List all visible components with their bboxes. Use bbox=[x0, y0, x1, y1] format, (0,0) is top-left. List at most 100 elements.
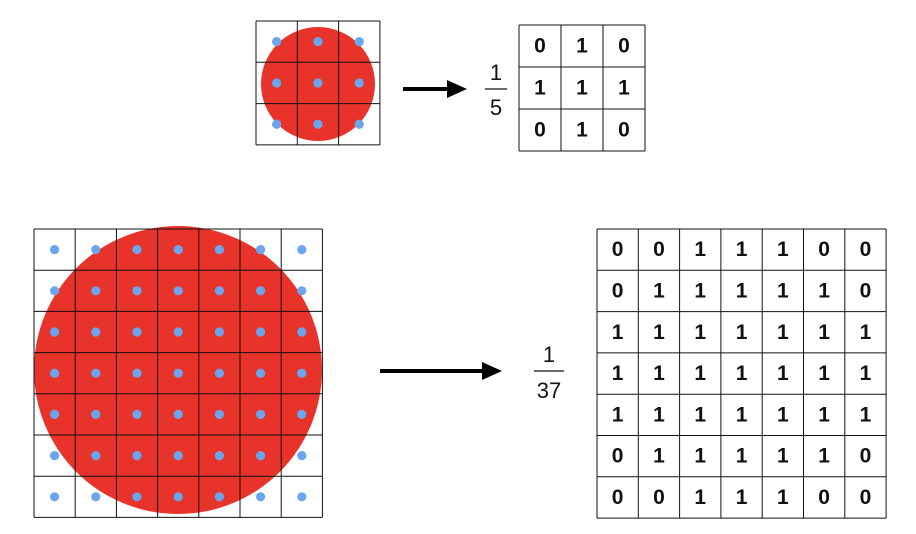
small-kernel-value: 1 bbox=[576, 35, 588, 58]
small-fraction-numerator: 1 bbox=[490, 60, 502, 85]
large-kernel-value: 1 bbox=[860, 321, 872, 344]
large-sample-dot bbox=[50, 451, 60, 461]
large-sample-dot bbox=[50, 245, 60, 255]
large-sample-dot bbox=[297, 245, 307, 255]
large-kernel-value: 1 bbox=[736, 403, 748, 426]
large-kernel-value: 1 bbox=[612, 362, 624, 385]
large-kernel-value: 1 bbox=[653, 321, 665, 344]
large-sample-dot bbox=[91, 368, 101, 378]
large-sample-dot bbox=[173, 492, 183, 502]
large-sampling-grid bbox=[33, 226, 323, 518]
large-kernel-value: 1 bbox=[694, 238, 706, 261]
large-arrow bbox=[380, 362, 502, 380]
large-kernel-value: 1 bbox=[818, 362, 830, 385]
large-sample-dot bbox=[50, 409, 60, 419]
large-kernel-value: 1 bbox=[736, 279, 748, 302]
large-sample-dot bbox=[297, 451, 307, 461]
large-arrow-head bbox=[482, 362, 502, 380]
small-kernel-value: 0 bbox=[534, 35, 546, 58]
large-sample-dot bbox=[256, 368, 266, 378]
small-sample-dot bbox=[272, 37, 282, 47]
large-sample-dot bbox=[256, 286, 266, 296]
large-kernel-value: 1 bbox=[694, 445, 706, 468]
large-kernel-value: 1 bbox=[860, 403, 872, 426]
large-sample-dot bbox=[297, 409, 307, 419]
small-sample-dot bbox=[313, 119, 323, 129]
large-sample-dot bbox=[297, 492, 307, 502]
large-sample-dot bbox=[256, 327, 266, 337]
large-kernel-value: 1 bbox=[777, 321, 789, 344]
small-kernel-value: 1 bbox=[534, 77, 546, 100]
small-kernel-value: 1 bbox=[576, 77, 588, 100]
large-kernel-value: 1 bbox=[694, 486, 706, 509]
large-kernel-value: 0 bbox=[818, 238, 830, 261]
large-kernel-value: 1 bbox=[653, 403, 665, 426]
small-sample-dot bbox=[354, 119, 364, 129]
large-kernel-value: 1 bbox=[694, 279, 706, 302]
small-arrow-head bbox=[447, 80, 467, 98]
large-sample-dot bbox=[91, 409, 101, 419]
large-sample-dot bbox=[50, 286, 60, 296]
large-kernel-value: 1 bbox=[777, 445, 789, 468]
large-sample-dot bbox=[256, 409, 266, 419]
large-sample-dot bbox=[91, 451, 101, 461]
large-sample-dot bbox=[91, 492, 101, 502]
large-sample-dot bbox=[91, 245, 101, 255]
large-sample-dot bbox=[132, 245, 142, 255]
large-kernel-value: 1 bbox=[653, 445, 665, 468]
small-kernel-value: 0 bbox=[618, 119, 630, 142]
large-sample-dot bbox=[173, 245, 183, 255]
large-sample-dot bbox=[214, 368, 224, 378]
small-sampling-grid bbox=[255, 20, 381, 146]
small-fraction: 1 5 bbox=[485, 60, 507, 120]
large-sample-dot bbox=[214, 245, 224, 255]
large-kernel-value: 1 bbox=[777, 486, 789, 509]
large-kernel-value: 0 bbox=[860, 486, 872, 509]
large-kernel-value: 0 bbox=[612, 238, 624, 261]
large-kernel-value: 1 bbox=[777, 279, 789, 302]
large-sample-dot bbox=[256, 245, 266, 255]
small-sample-dot bbox=[313, 37, 323, 47]
large-sample-dot bbox=[132, 451, 142, 461]
large-sample-dot bbox=[214, 327, 224, 337]
large-sample-dot bbox=[214, 286, 224, 296]
small-sample-dot bbox=[354, 37, 364, 47]
small-kernel-value: 1 bbox=[576, 119, 588, 142]
large-sample-dot bbox=[132, 409, 142, 419]
large-sample-dot bbox=[132, 492, 142, 502]
large-kernel-value: 1 bbox=[694, 321, 706, 344]
large-kernel-value: 1 bbox=[653, 279, 665, 302]
large-sample-dot bbox=[297, 286, 307, 296]
large-sample-dot bbox=[256, 492, 266, 502]
large-kernel-value: 1 bbox=[736, 321, 748, 344]
large-kernel-value: 0 bbox=[818, 486, 830, 509]
large-fraction-denominator: 37 bbox=[537, 378, 561, 403]
small-sample-dot bbox=[313, 78, 323, 88]
large-kernel-value: 1 bbox=[777, 362, 789, 385]
small-sample-dot bbox=[272, 78, 282, 88]
large-sample-dot bbox=[50, 327, 60, 337]
large-kernel-value: 1 bbox=[612, 321, 624, 344]
large-kernel-value: 1 bbox=[818, 445, 830, 468]
large-kernel-value: 0 bbox=[653, 238, 665, 261]
large-sample-dot bbox=[214, 492, 224, 502]
large-sample-dot bbox=[173, 451, 183, 461]
large-kernel-value: 1 bbox=[612, 403, 624, 426]
large-sample-dot bbox=[132, 286, 142, 296]
small-sample-dot bbox=[354, 78, 364, 88]
small-fraction-denominator: 5 bbox=[490, 95, 502, 120]
small-kernel-value: 0 bbox=[534, 119, 546, 142]
small-kernel-value: 1 bbox=[618, 77, 630, 100]
large-sample-dot bbox=[173, 409, 183, 419]
large-kernel-value: 0 bbox=[653, 486, 665, 509]
large-sample-dot bbox=[256, 451, 266, 461]
large-kernel-value: 1 bbox=[736, 238, 748, 261]
large-sample-dot bbox=[173, 286, 183, 296]
large-sample-dot bbox=[214, 451, 224, 461]
large-sample-dot bbox=[132, 368, 142, 378]
small-sample-dot bbox=[272, 119, 282, 129]
large-sample-dot bbox=[132, 327, 142, 337]
